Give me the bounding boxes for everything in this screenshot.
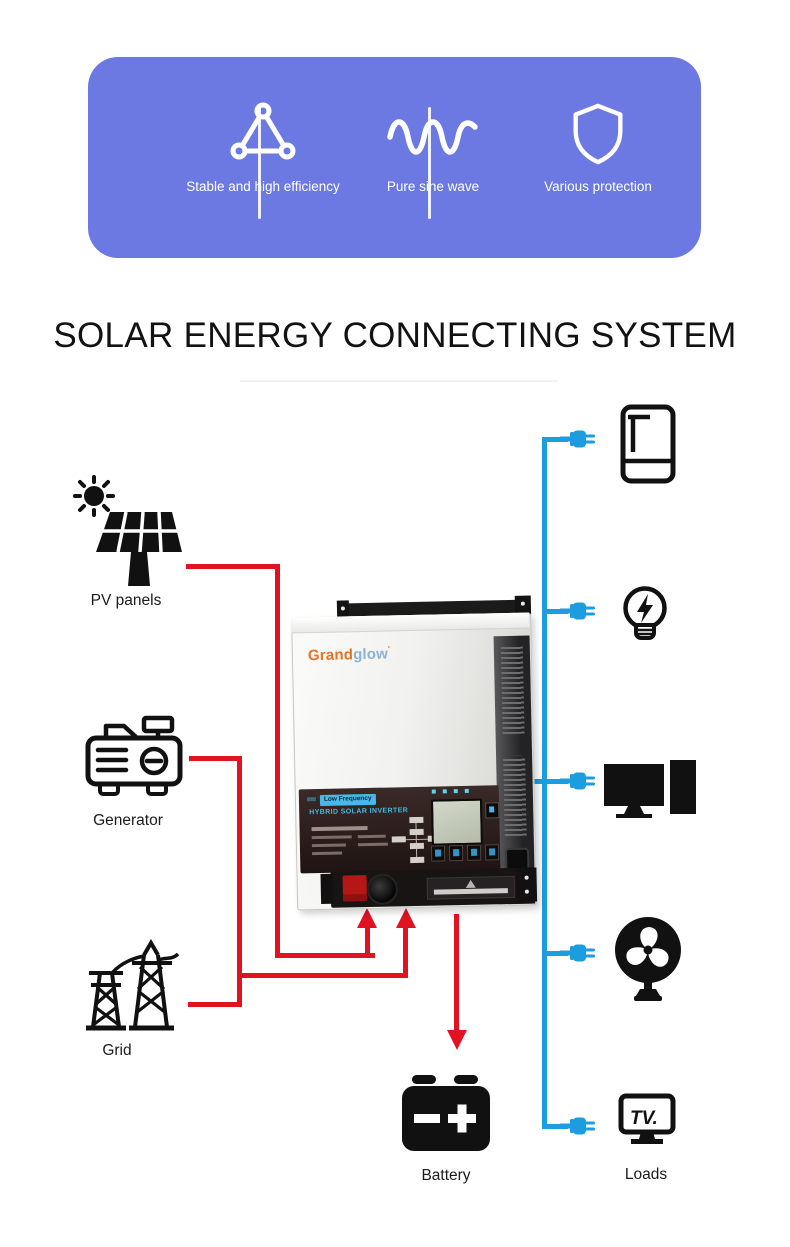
battery-arrow-shaft [454,914,459,1030]
pv-arrow-up-icon [357,908,377,928]
light-bulb-icon [618,583,672,655]
feature-banner: Stable and high efficiency Pure sine wav… [88,57,701,258]
panel-mini-mark [306,797,316,802]
pv-line-vertical [275,564,280,957]
feature-label: Pure sine wave [386,179,480,194]
pv-panels-label: PV panels [90,592,162,609]
grid-label: Grid [102,1042,132,1059]
status-leds [431,788,469,794]
inverter-base [320,867,538,908]
banner-divider [428,107,431,219]
battery-icon [400,1073,492,1157]
loads-label: Loads [624,1166,668,1183]
panel-title: HYBRID SOLAR INVERTER [309,807,409,817]
sine-wave-icon [385,113,481,157]
shield-icon [568,101,628,167]
power-grid-icon [78,933,188,1035]
grid-line-to-inverter [237,973,408,978]
lcd-display [430,798,483,846]
grid-arrow-up-icon [395,908,416,928]
banner-divider [258,107,261,219]
pv-line-to-inverter [275,953,375,958]
panel-side-button [485,802,500,819]
inverter-output-line [524,779,568,784]
feature-stability: Stable and high efficiency [183,57,343,258]
fan-icon [612,916,684,1002]
grid-line-horizontal [188,1002,242,1007]
pv-panels-icon [70,472,182,590]
brand-logo: Grandglow' [307,644,391,665]
generator-label: Generator [93,812,163,829]
feature-label: Various protection [544,179,652,194]
pv-arrow-shaft [364,928,370,955]
plug-icon [560,770,596,797]
plug-icon [560,428,596,455]
base-tab-left [320,873,334,904]
tv-icon: TV. [618,1093,676,1161]
low-frequency-badge: Low Frequency [319,793,376,806]
battery-label: Battery [421,1167,471,1184]
cable-gland [366,873,399,906]
name-plate [426,875,516,900]
inverter-unit: Grandglow' Low Frequency HYBRID SOLAR IN… [287,595,541,912]
generator-grid-line-vertical [237,756,242,1007]
plug-icon [560,600,596,627]
feature-label: Stable and high efficiency [186,179,340,194]
feature-sine-wave: Pure sine wave [353,57,513,258]
battery-arrow-down-icon [446,1030,467,1050]
page-title: SOLAR ENERGY CONNECTING SYSTEM [53,316,737,355]
plug-icon [560,1115,596,1142]
refrigerator-icon [620,404,676,484]
fan-branch-line [542,951,568,956]
tv-screen-text: TV. [630,1108,658,1129]
dc-terminal [342,875,368,902]
pv-line-horizontal [186,564,280,569]
photo-shadow-line [240,380,558,382]
generator-line-horizontal [189,756,242,761]
bracket-tab-bottom [516,867,538,902]
fridge-branch-line [542,437,568,442]
tv-branch-line [542,1124,568,1129]
generator-icon [82,712,186,804]
bulb-branch-line [542,609,568,614]
feature-protection: Various protection [508,57,688,258]
plug-icon [560,942,596,969]
control-panel: Low Frequency HYBRID SOLAR INVERTER [298,785,501,874]
triangle-network-icon [229,101,297,163]
grid-arrow-shaft [403,928,408,973]
desktop-computer-icon [604,760,696,818]
panel-buttons [430,844,500,862]
